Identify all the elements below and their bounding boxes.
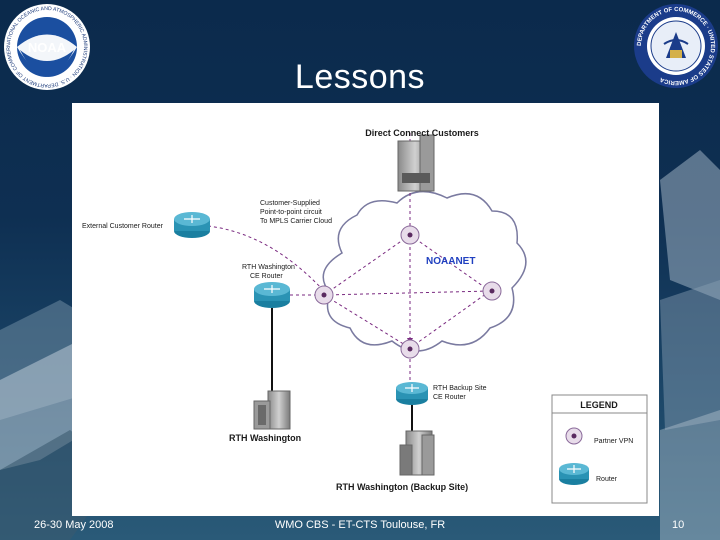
footer-date: 26-30 May 2008 [34,519,114,531]
noaa-logo-text: NOAA [28,40,67,55]
legend-router: Router [596,476,618,483]
rth-backup-label: RTH Washington (Backup Site) [336,482,468,492]
slide-title: Lessons [294,58,426,96]
external-router-icon [174,212,210,238]
rth-washington-building-icon [253,390,291,430]
legend-partner-vpn: Partner VPN [594,438,633,445]
vpn-node-bottom [400,339,420,359]
network-diagram-svg: Direct Connect Customers External Custom… [82,128,648,504]
noaa-logo: NOAA NATIONAL OCEANIC AND ATMOSPHERIC AD… [2,2,90,90]
network-diagram: Direct Connect Customers External Custom… [72,103,659,516]
legend-box: LEGEND Partner VPN Router [551,394,648,504]
vpn-node-right [482,281,502,301]
footer-event: WMO CBS - ET-CTS Toulouse, FR [274,519,446,531]
legend-title: LEGEND [580,400,618,410]
rth-washington-label: RTH Washington [229,433,301,443]
direct-connect-building-icon [397,134,435,192]
legend-router-icon [559,463,589,485]
footer-page-number: 10 [672,519,685,531]
backup-ce-label-1: RTH Backup Site [433,385,487,392]
vpn-node-top [400,225,420,245]
rth-ce-router-icon [254,282,290,308]
rth-ce-label-1: RTH Washington [242,264,295,271]
rth-ce-label-2: CE Router [250,273,283,280]
vpn-node-left [314,285,334,305]
noaanet-cloud [322,190,527,352]
external-router-label: External Customer Router [82,223,164,230]
noaanet-label: NOAANET [426,256,475,267]
commerce-seal-logo: DEPARTMENT OF COMMERCE · UNITED STATES O… [634,4,718,88]
direct-connect-label: Direct Connect Customers [365,128,479,138]
backup-ce-router-icon [396,382,428,405]
backup-ce-label-2: CE Router [433,394,466,401]
backup-building-icon [399,430,435,476]
circuit-label-3: To MPLS Carrier Cloud [260,218,332,225]
circuit-label-2: Point-to-point circuit [260,209,322,216]
legend-vpn-icon [565,427,583,445]
circuit-label-1: Customer-Supplied [260,200,320,207]
